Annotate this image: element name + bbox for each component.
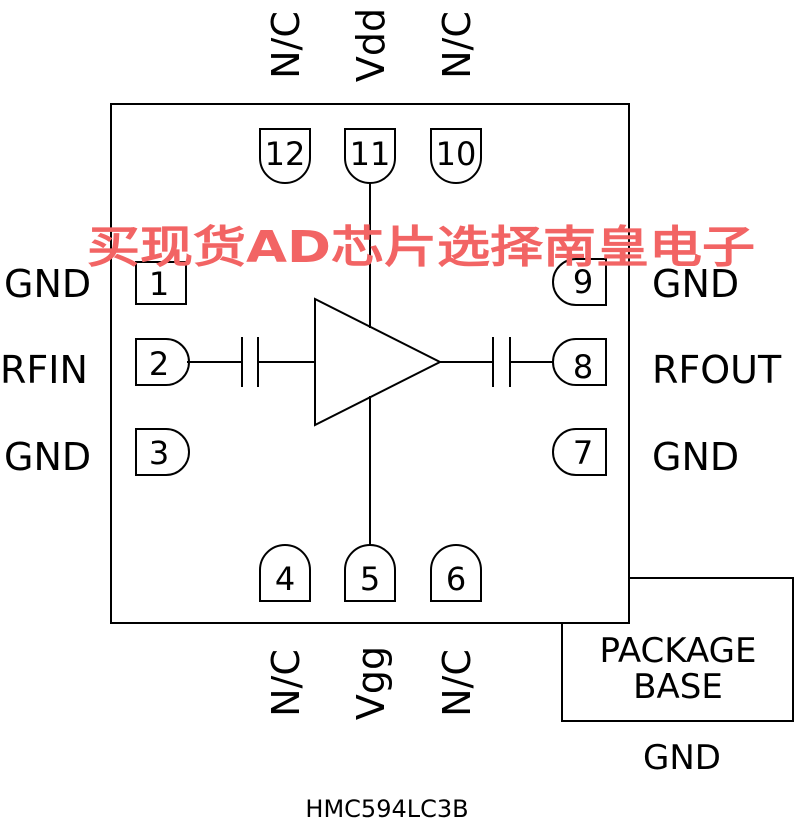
pad-9: [552, 258, 607, 306]
pad-12: [259, 128, 311, 184]
label-pin-2: RFIN: [0, 348, 88, 392]
pad-7: [552, 428, 607, 476]
package-base-line1: PACKAGE: [600, 631, 757, 671]
pad-8: [552, 338, 607, 386]
pin-number-10: 10: [436, 135, 477, 173]
label-pin-3: GND: [4, 435, 91, 479]
pad-1: [135, 261, 187, 305]
pad-2: [135, 338, 190, 386]
label-pin-10: N/C: [435, 11, 479, 79]
label-pin-7: GND: [652, 435, 739, 479]
label-pin-12: N/C: [264, 11, 308, 79]
watermark-text: 买现货AD芯片选择南皇电子: [87, 222, 755, 273]
pin-number-5: 5: [360, 560, 380, 598]
pin-number-2: 2: [149, 345, 169, 383]
pin-number-11: 11: [350, 135, 391, 173]
pin-number-3: 3: [149, 434, 169, 472]
pin-number-12: 12: [265, 135, 306, 173]
pad-11: [344, 128, 396, 184]
pin-number-4: 4: [275, 560, 295, 598]
label-pin-5: Vgg: [349, 646, 393, 720]
pad-5: [344, 544, 396, 602]
label-pin-4: N/C: [264, 649, 308, 717]
pad-10: [430, 128, 482, 184]
package-outline: [110, 103, 630, 624]
amplifier-symbol: [314, 297, 443, 427]
pin-number-8: 8: [573, 348, 593, 386]
label-pin-6: N/C: [435, 649, 479, 717]
part-number: HMC594LC3B: [305, 795, 468, 823]
label-pin-1: GND: [4, 262, 91, 306]
pin-number-6: 6: [446, 560, 466, 598]
package-base-outline: [561, 577, 794, 722]
package-base-line2: BASE: [633, 667, 723, 707]
label-pin-11: Vdd: [349, 8, 393, 82]
pad-6: [430, 544, 482, 602]
pad-3: [135, 428, 190, 476]
label-pin-8: RFOUT: [652, 348, 782, 392]
pin-number-1: 1: [149, 265, 169, 303]
pad-4: [259, 544, 311, 602]
label-pin-9: GND: [652, 262, 739, 306]
pin-number-9: 9: [573, 263, 593, 301]
pin-number-7: 7: [573, 434, 593, 472]
package-base-gnd-label: GND: [643, 738, 721, 778]
